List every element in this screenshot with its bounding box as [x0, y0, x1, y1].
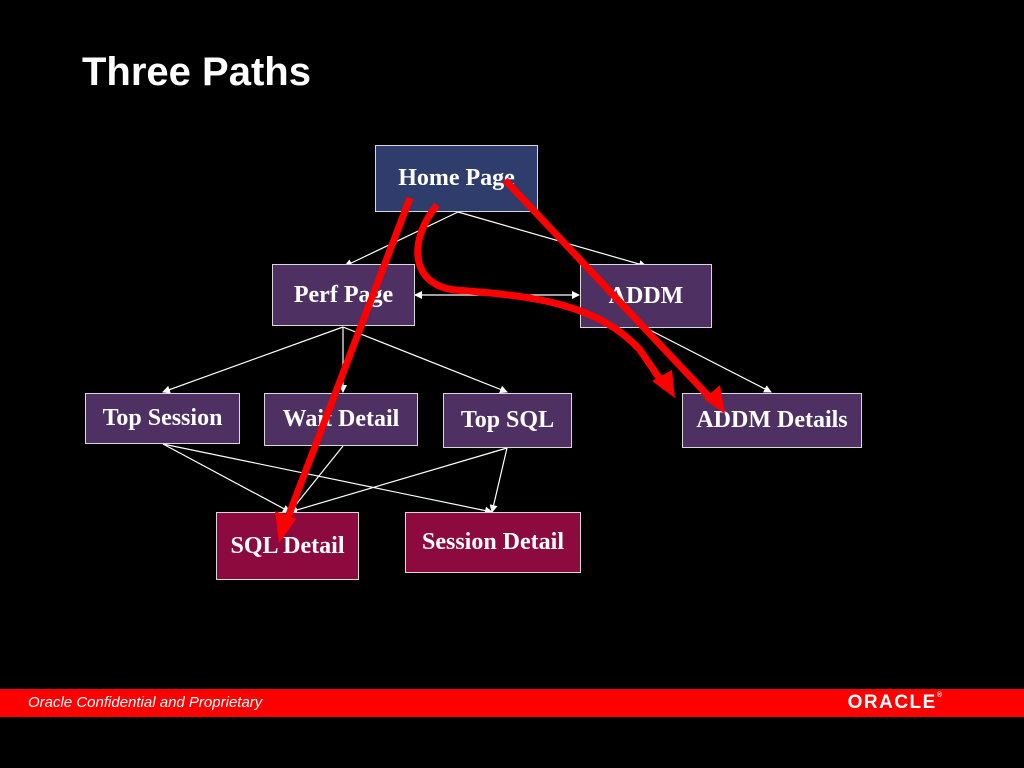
connector-topsession-sqldetail [162, 443, 291, 513]
connector-waitdetail-sqldetail [289, 445, 344, 513]
connector-topsession-sessiondetail [162, 443, 493, 515]
connector-topsql-sqldetail [289, 447, 508, 514]
connector-addm-addmdetails [645, 327, 772, 393]
connector-topsql-sessiondetail [489, 447, 508, 513]
wait-detail-node: Wait Detail [264, 393, 418, 446]
path-arrowhead-addm-details [704, 385, 725, 414]
footer-bar: Oracle Confidential and Proprietary ORAC… [0, 689, 1024, 717]
connector-home-perf [344, 211, 459, 267]
connector-perf-topsession [162, 326, 344, 394]
session-detail-node: Session Detail [405, 512, 581, 573]
top-session-node: Top Session [85, 393, 240, 444]
home-page-node: Home Page [375, 145, 538, 212]
footer-confidential-text: Oracle Confidential and Proprietary [28, 694, 263, 711]
top-sql-node: Top SQL [443, 393, 572, 448]
connector-home-addm [457, 211, 647, 268]
path-arrow-home-to-addm-details [502, 177, 717, 405]
sql-detail-node: SQL Detail [216, 512, 359, 580]
connector-perf-topsql [342, 326, 508, 394]
path-arrow-home-to-addm-details-via-perf [414, 202, 669, 390]
path-arrowhead-sql-detail [275, 511, 296, 543]
path-arrowhead-addm-details-via-perf [652, 370, 675, 398]
oracle-logo-text: ORACLE [847, 692, 937, 713]
path-arrow-home-to-sql-detail [281, 196, 414, 527]
slide-title: Three Paths [82, 50, 311, 94]
oracle-logo: ORACLE® [847, 692, 942, 713]
